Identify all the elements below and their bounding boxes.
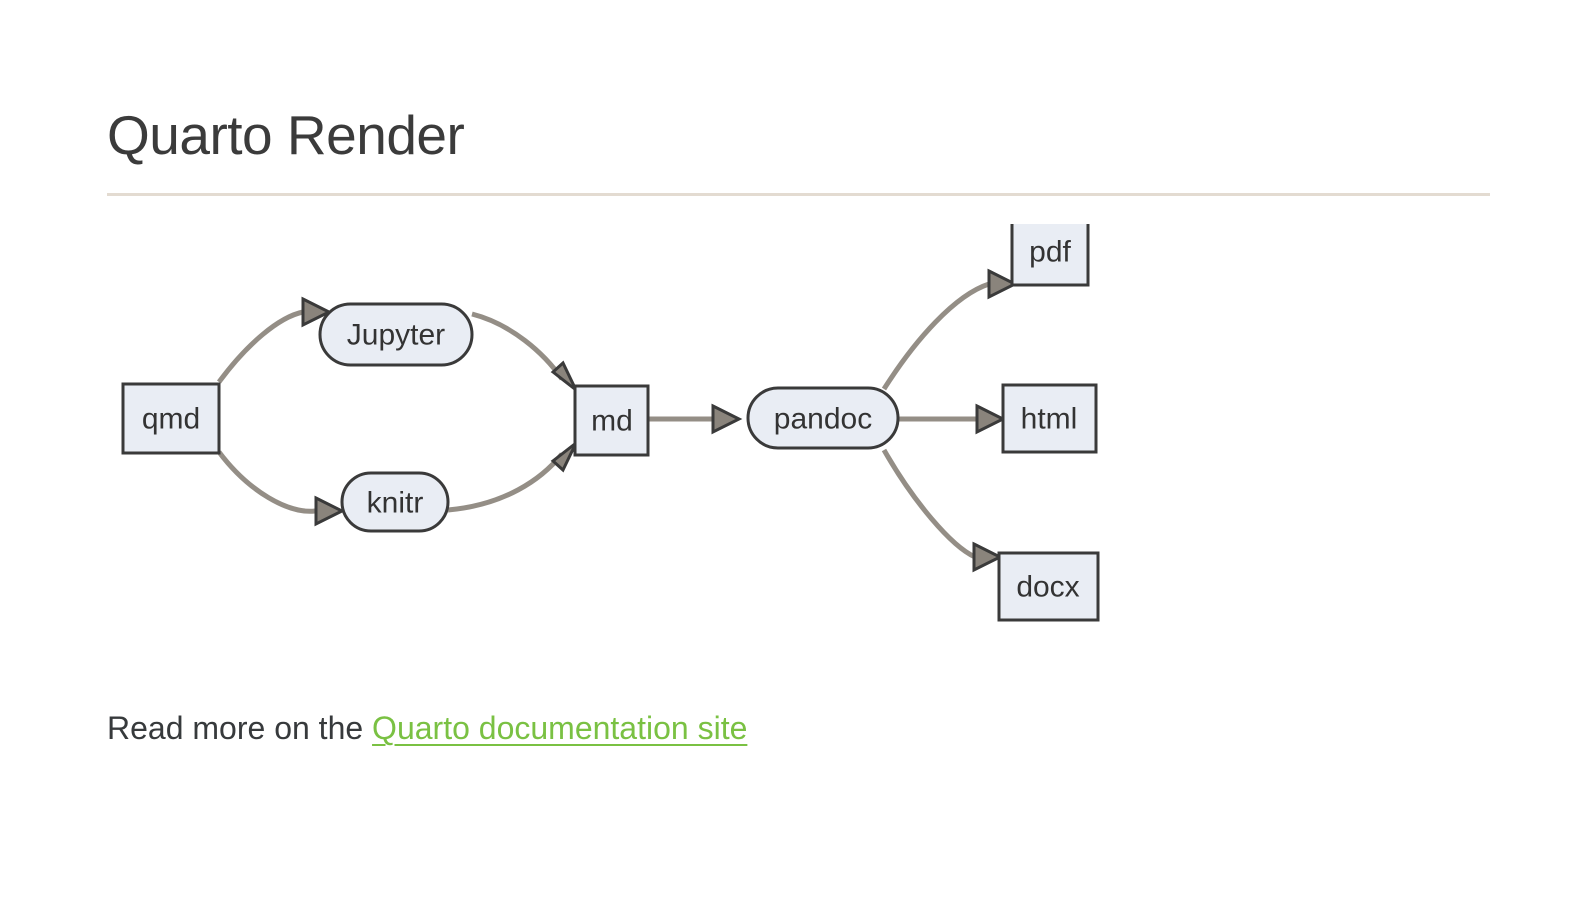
arrowhead-pandoc-to-html (975, 403, 1007, 435)
arrowhead-pandoc-to-docx (972, 541, 1004, 573)
node-pdf[interactable]: pdf (1010, 224, 1090, 287)
read-more-text: Read more on the (107, 710, 373, 747)
node-pandoc-label: pandoc (774, 403, 872, 436)
arrowhead-qmd-to-jupyter (301, 296, 333, 328)
arrowhead-knitr-to-md (550, 442, 578, 473)
edge-qmd-to-knitr (217, 450, 316, 514)
node-knitr-label: knitr (367, 487, 424, 520)
flowchart-svg: qmd Jupyter knitr md (121, 224, 1100, 622)
node-pdf-label: pdf (1029, 236, 1071, 269)
node-knitr[interactable]: knitr (340, 471, 450, 533)
title-divider (107, 193, 1490, 197)
quarto-documentation-link[interactable]: Quarto documentation site (372, 710, 748, 747)
node-qmd-label: qmd (142, 403, 200, 436)
arrowhead-pandoc-to-pdf (987, 268, 1019, 300)
edge-pandoc-to-pdf (881, 281, 990, 391)
content-column: Quarto Render (107, 0, 1490, 751)
node-md-label: md (591, 405, 633, 438)
node-layer: qmd Jupyter knitr md (121, 224, 1100, 622)
edge-pandoc-to-docx (881, 449, 977, 560)
arrowhead-md-to-pandoc (711, 403, 743, 435)
edge-knitr-to-md (447, 452, 564, 513)
edge-jupyter-to-md (471, 311, 565, 381)
node-jupyter-label: Jupyter (347, 319, 445, 352)
read-more-paragraph: Read more on the Quarto documentation si… (107, 694, 1490, 751)
node-html-label: html (1021, 403, 1078, 436)
page-title: Quarto Render (107, 104, 465, 166)
node-docx-label: docx (1016, 571, 1079, 604)
edge-qmd-to-jupyter (216, 309, 304, 384)
quarto-render-diagram: qmd Jupyter knitr md (107, 224, 1490, 694)
arrowhead-jupyter-to-md (550, 360, 578, 392)
node-md[interactable]: md (573, 384, 650, 457)
arrowhead-qmd-to-knitr (314, 495, 346, 527)
edge-layer (216, 268, 1019, 573)
node-qmd[interactable]: qmd (121, 382, 221, 455)
node-pandoc[interactable]: pandoc (746, 386, 900, 450)
node-jupyter[interactable]: Jupyter (318, 302, 474, 367)
node-docx[interactable]: docx (997, 551, 1100, 622)
node-html[interactable]: html (1001, 383, 1098, 454)
